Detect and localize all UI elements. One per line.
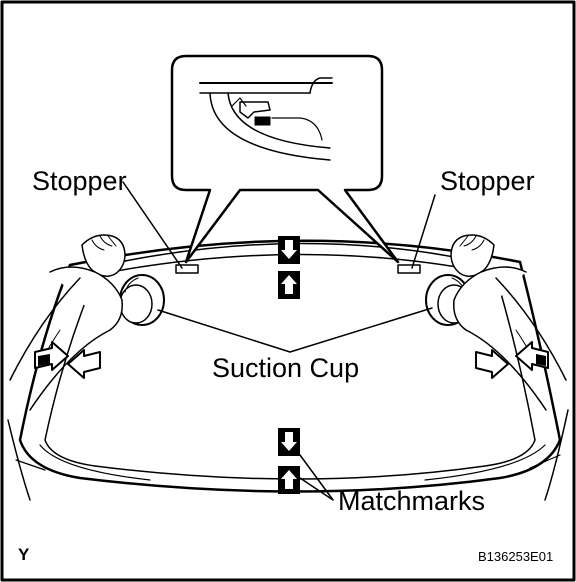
down-arrow-icon-bottom <box>278 428 300 456</box>
left-hand-arm <box>9 234 126 411</box>
corner-letter: Y <box>18 545 30 564</box>
down-arrow-icon-top <box>278 236 300 264</box>
stopper-right-label: Stopper <box>440 166 535 196</box>
detail-callout <box>170 54 400 264</box>
stopper-left-label: Stopper <box>32 166 127 196</box>
up-arrow-icon-top <box>278 271 300 299</box>
right-hand-arm <box>450 234 567 411</box>
stopper-left <box>175 264 199 274</box>
stopper-left-leader <box>122 181 183 269</box>
up-arrow-icon-bottom <box>278 466 300 494</box>
suction-cup-left <box>119 274 165 326</box>
push-arrow-icon-left <box>34 341 101 379</box>
stopper-right-leader <box>411 194 436 269</box>
stopper-right <box>397 264 421 274</box>
figure-code: B136253E01 <box>478 549 554 564</box>
matchmarks-leader <box>299 454 334 501</box>
suction-cup-leader-left <box>157 309 291 353</box>
suction-cup-leader-right <box>289 307 433 353</box>
suction-cup-label: Suction Cup <box>212 353 360 383</box>
matchmarks-label: Matchmarks <box>338 486 486 516</box>
push-arrow-icon-right <box>475 341 549 379</box>
